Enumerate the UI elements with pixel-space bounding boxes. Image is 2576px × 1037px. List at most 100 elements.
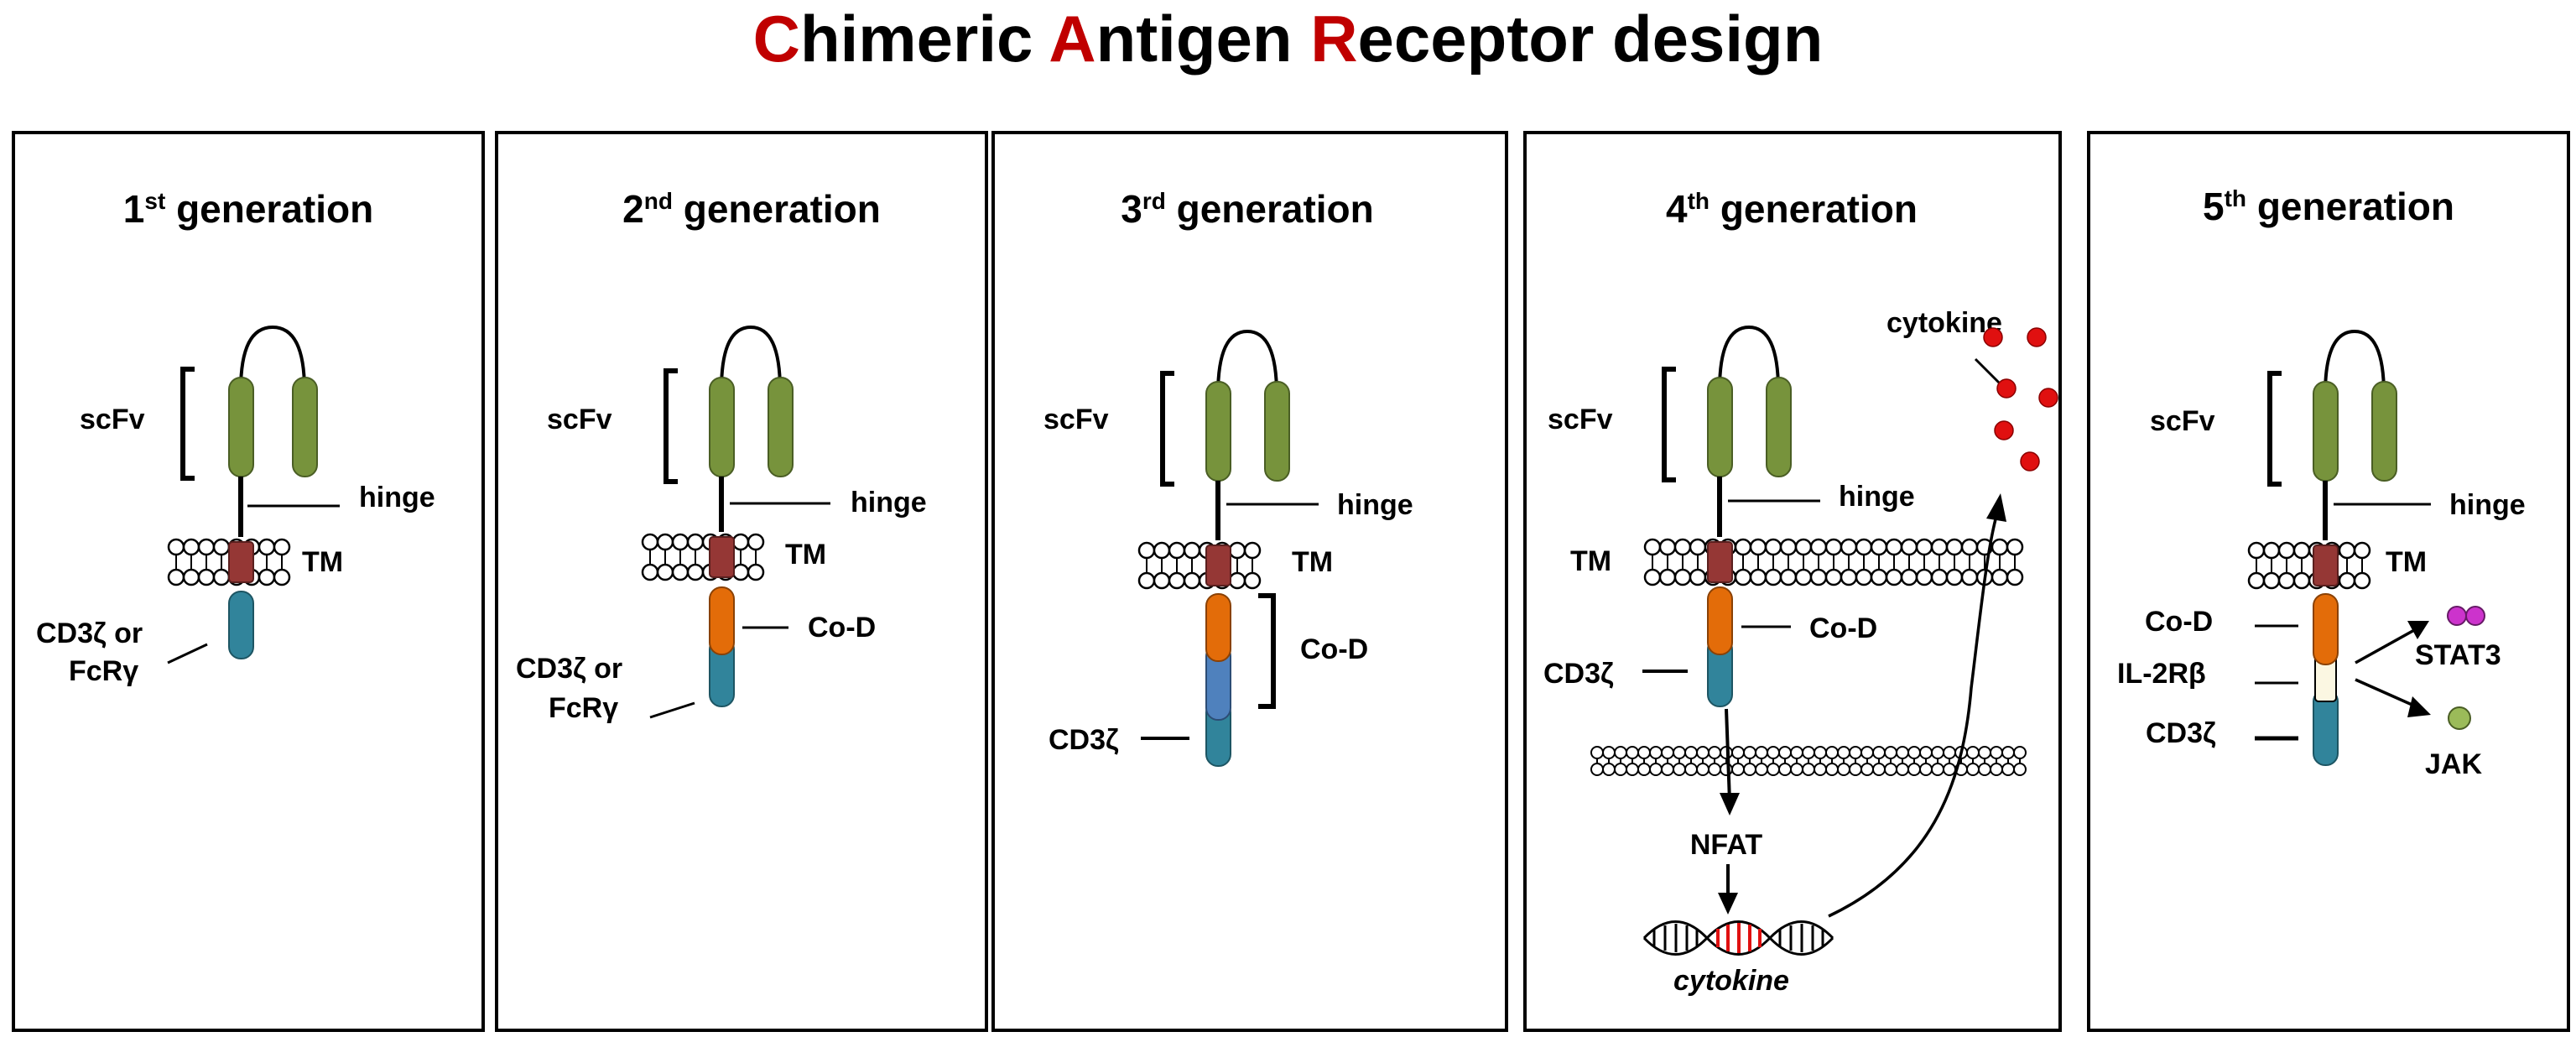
- scfv-linker: [2324, 329, 2386, 395]
- hinge-label: hinge: [359, 482, 435, 513]
- scfv-bracket: [1160, 371, 1174, 487]
- scfv-domain: [2371, 381, 2397, 482]
- hinge-label: hinge: [851, 487, 927, 518]
- hinge-label: hinge: [1839, 481, 1915, 513]
- panel-4th-generation: 4th generation scFv hinge TM Co-D CD3ζ N…: [1523, 131, 2062, 1032]
- scfv-bracket: [180, 367, 195, 481]
- il2rb-label: IL-2Rβ: [2117, 658, 2206, 690]
- panel-4-car: scFv hinge TM Co-D CD3ζ NFAT: [1543, 307, 2058, 997]
- scfv-label: scFv: [2150, 405, 2215, 437]
- panel-1-heading: 1st generation: [123, 187, 373, 231]
- panel-3-frame: [991, 131, 1508, 1032]
- scfv-domain: [292, 377, 318, 477]
- scfv-domain: [1707, 377, 1733, 477]
- title-text: eceptor design: [1357, 2, 1824, 76]
- tm-domain: [2313, 545, 2339, 586]
- scfv-bracket: [1662, 367, 1676, 482]
- hinge-label: hinge: [1337, 489, 1413, 521]
- signal-leader: [167, 643, 208, 664]
- scfv-linker: [1718, 325, 1780, 391]
- panel-4-heading: 4th generation: [1666, 187, 1918, 231]
- cytokine-particles: [1983, 327, 2058, 472]
- dna-icon: [1642, 920, 1834, 956]
- stat3-arrow: [2355, 628, 2417, 664]
- hinge-label: hinge: [2449, 489, 2526, 521]
- tm-domain: [1205, 545, 1231, 586]
- signal-label-line1: CD3ζ or: [516, 653, 622, 685]
- costim-bracket: [1258, 593, 1276, 709]
- jak-icon: [2448, 706, 2471, 730]
- panel-1-car: scFv hinge TM CD3ζ or FcRγ: [36, 325, 435, 687]
- title-text: himeric: [799, 2, 1049, 76]
- arrowhead: [2407, 696, 2431, 717]
- costim-label: Co-D: [1300, 633, 1368, 665]
- signal-label-line1: CD3ζ or: [36, 618, 143, 649]
- title-text: ntigen: [1095, 2, 1311, 76]
- title-initial: R: [1310, 2, 1358, 76]
- scfv-linker: [720, 325, 782, 391]
- panel-5-car: scFv hinge TM Co-D IL-2Rβ CD3ζ S: [2117, 329, 2526, 780]
- scfv-domain: [1766, 377, 1792, 477]
- signal-label-line2: FcRγ: [69, 655, 138, 687]
- panel-2nd-generation: 2nd generation scFv hinge TM Co-D CD3ζ o…: [495, 131, 988, 1032]
- scfv-label: scFv: [1548, 404, 1613, 435]
- nuclear-membrane: [1590, 746, 2027, 776]
- panel-5-frame: [2087, 131, 2570, 1032]
- panel-4-frame: [1523, 131, 2062, 1032]
- tm-label: TM: [302, 546, 343, 578]
- jak-arrow: [2355, 678, 2417, 708]
- signal-leader: [649, 701, 695, 719]
- scfv-bracket: [664, 368, 678, 484]
- scfv-linker: [239, 325, 306, 391]
- tm-label: TM: [785, 539, 826, 571]
- gene-label: cytokine: [1673, 965, 1789, 997]
- scfv-linker: [1216, 329, 1278, 395]
- title-initial: C: [752, 2, 800, 76]
- costim-domain-1: [1205, 593, 1231, 662]
- tm-label: TM: [1570, 545, 1611, 577]
- stat3-icon: [2447, 606, 2485, 626]
- panel-2-heading: 2nd generation: [622, 187, 881, 231]
- cd3z-label: CD3ζ: [1049, 724, 1119, 756]
- scfv-label: scFv: [547, 404, 612, 435]
- membrane-bilayer: [641, 533, 765, 581]
- cd3z-domain: [228, 591, 254, 659]
- scfv-label: scFv: [80, 404, 145, 435]
- arrowhead: [1718, 893, 1738, 915]
- membrane-bilayer: [1643, 538, 2024, 586]
- title-initial: A: [1049, 2, 1096, 76]
- scfv-domain: [709, 377, 735, 477]
- membrane-bilayer: [1137, 541, 1262, 590]
- scfv-domain: [228, 377, 254, 477]
- scfv-bracket: [2267, 371, 2282, 487]
- cd3z-label: CD3ζ: [1543, 658, 1614, 690]
- costim-label: Co-D: [2145, 606, 2213, 638]
- tm-label: TM: [1292, 546, 1333, 578]
- panel-5-heading: 5th generation: [2203, 185, 2454, 228]
- arrowhead: [1720, 793, 1740, 816]
- panel-2-car: scFv hinge TM Co-D CD3ζ or FcRγ: [516, 325, 927, 724]
- stat3-label: STAT3: [2415, 639, 2501, 671]
- costim-label: Co-D: [808, 612, 876, 644]
- arrowhead: [2407, 621, 2429, 639]
- tm-domain: [709, 536, 735, 578]
- arrowhead: [1986, 493, 2006, 522]
- costim-domain: [709, 586, 735, 655]
- diagram-title: Chimeric Antigen Receptor design: [0, 3, 2576, 76]
- membrane-bilayer: [2247, 541, 2371, 590]
- scfv-domain: [2313, 381, 2339, 482]
- panel-2-frame: [495, 131, 988, 1032]
- panel-3rd-generation: 3rd generation scFv hinge TM Co-D CD3ζ: [991, 131, 1508, 1032]
- scfv-domain: [1264, 381, 1290, 482]
- signal-label-line2: FcRγ: [549, 692, 618, 724]
- scfv-domain: [768, 377, 794, 477]
- costim-domain: [2313, 593, 2339, 665]
- secretion-arrow: [1828, 515, 1998, 918]
- panel-1st-generation: 1st generation scFv hinge TM CD3ζ or FcR…: [12, 131, 485, 1032]
- signal-arrow: [1725, 708, 1731, 802]
- panel-3-car: scFv hinge TM Co-D CD3ζ: [1043, 329, 1413, 767]
- panel-5th-generation: 5th generation scFv hinge TM Co-D IL-2Rβ…: [2087, 131, 2570, 1032]
- panel-3-heading: 3rd generation: [1121, 187, 1374, 231]
- tm-domain: [228, 541, 254, 583]
